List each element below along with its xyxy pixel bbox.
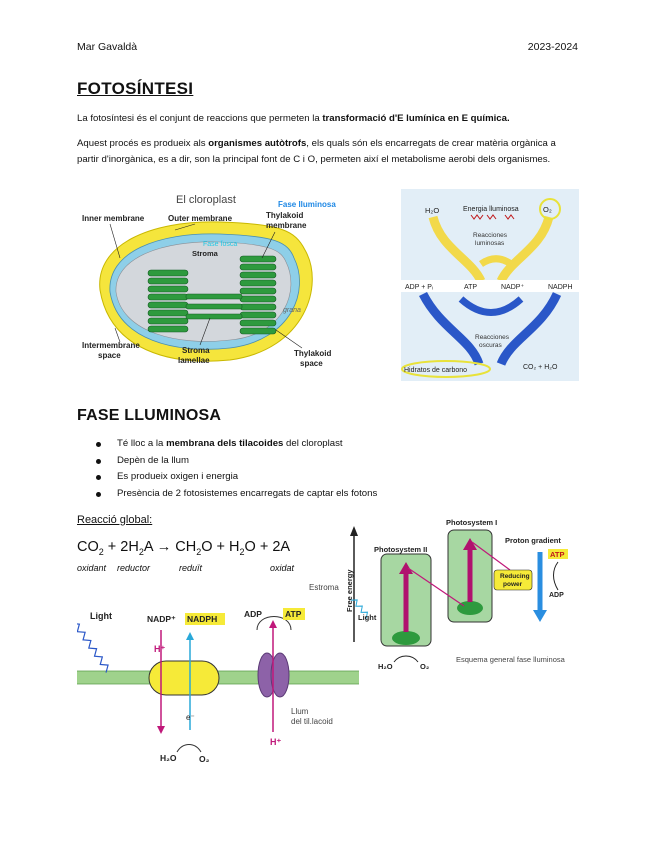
light-wave-icon: [77, 620, 111, 673]
light-label: Light: [90, 611, 112, 621]
intermembrane-label-1: Intermembrane: [82, 341, 140, 350]
author-name: Mar Gavaldà: [77, 41, 137, 53]
intro-bold: transformació d'E lumínica en E química.: [322, 113, 509, 124]
stroma-label: Stroma: [192, 249, 219, 258]
intermembrane-label-2: space: [98, 351, 121, 360]
bullet-text: Presència de 2 fotosistemes encarregats …: [117, 488, 377, 499]
z-light-label: Light: [358, 613, 377, 622]
z-adp-label: ADP: [549, 592, 564, 599]
reductor-label: reductor: [117, 563, 150, 573]
z-water-arrow: [394, 656, 418, 662]
cycle-dark-2: oscuras: [479, 342, 503, 349]
reducing-label-2: power: [503, 581, 523, 588]
electron-label: e⁻: [186, 713, 195, 722]
list-item: Es produeix oxigen i energia: [77, 469, 377, 486]
reduit-label: reduït: [179, 563, 202, 573]
llum-label-1: Llum: [291, 707, 309, 716]
atp-label: ATP: [285, 609, 302, 619]
z-scheme-diagram: Free energy Reducing power Photosystem I…: [344, 512, 584, 674]
h-plus-bottom: H⁺: [270, 737, 281, 747]
cycle-nadp: NADP⁺: [501, 284, 524, 291]
adp-label: ADP: [244, 609, 262, 619]
bullet-text: del cloroplast: [283, 438, 342, 449]
cycle-co2: CO₂ + H₂O: [523, 364, 558, 371]
ps1-reaction-center: [457, 601, 483, 615]
section-heading: FASE LLUMINOSA: [77, 407, 221, 425]
h-plus-top: H⁺: [154, 644, 165, 654]
school-year: 2023-2024: [528, 41, 578, 53]
stroma-lamellae-label-1: Stroma: [182, 346, 210, 355]
ps2-reaction-center: [392, 631, 420, 645]
z-h2o-label: H₂O: [378, 662, 393, 671]
list-item: Depèn de la llum: [77, 453, 377, 470]
bullet-text: Té lloc a la: [117, 438, 166, 449]
nadp-label: NADP⁺: [147, 614, 176, 624]
cycle-react-1: Reacciones: [473, 232, 508, 239]
free-energy-label: Free energy: [345, 569, 354, 612]
stroma-lamellae: [186, 294, 242, 319]
membrane-o2-label: O₂: [199, 754, 210, 764]
cycle-nadph: NADPH: [548, 284, 573, 291]
page-title: FOTOSÍNTESI: [77, 79, 193, 99]
eq-part: O + 2A: [245, 539, 291, 555]
water-split-arrow: [177, 745, 201, 753]
thylakoid-space-label-2: space: [300, 359, 323, 368]
eq-part: + 2H: [104, 539, 139, 555]
estroma-label: Estroma: [309, 583, 339, 592]
stroma-lamellae-label-2: lamellae: [178, 356, 210, 365]
chloroplast-title: El cloroplast: [176, 194, 236, 206]
list-item: Té lloc a la membrana dels tilacoides de…: [77, 436, 377, 453]
cycle-energia: Energia lluminosa: [463, 206, 519, 213]
fase-lluminosa-list: Té lloc a la membrana dels tilacoides de…: [77, 436, 377, 502]
ps1-label: Photosystem I: [446, 518, 497, 527]
atp-cycle-arrow: [554, 562, 559, 590]
bullet-text: Depèn de la llum: [117, 455, 189, 466]
list-item: Presència de 2 fotosistemes encarregats …: [77, 486, 377, 503]
z-atp-label: ATP: [550, 550, 564, 559]
oxidant-label: oxidant: [77, 563, 106, 573]
photosynthesis-cycle-diagram: H₂O Energia lluminosa O₂ Reacciones lumi…: [401, 189, 579, 381]
ps2-label: Photosystem II: [374, 545, 427, 554]
eq-part: O + H: [201, 539, 239, 555]
intro-bold: organismes autòtrofs: [208, 138, 306, 149]
bullet-bold: membrana dels tilacoides: [166, 438, 283, 449]
chloroplast-diagram: El cloroplast Fase lluminosa Fase fosca …: [80, 190, 370, 375]
proton-gradient-label: Proton gradient: [505, 536, 561, 545]
cycle-hidratos: Hidratos de carbono: [404, 367, 467, 374]
atp-synthase: [257, 617, 291, 698]
cycle-dark-1: Reacciones: [475, 334, 510, 341]
eq-part: CO: [77, 539, 99, 555]
eq-part: A → CH: [144, 539, 196, 555]
z-caption: Esquema general fase lluminosa: [456, 655, 566, 664]
fase-lluminosa-label: Fase lluminosa: [278, 200, 336, 209]
intro-text: La fotosíntesi és el conjunt de reaccion…: [77, 113, 322, 124]
inner-membrane-label: Inner membrane: [82, 214, 145, 223]
intro-paragraph-2: Aquest procés es produeix als organismes…: [77, 136, 567, 168]
oxidat-label: oxidat: [270, 563, 294, 573]
thylakoid-membrane-label-2: membrane: [266, 221, 307, 230]
cycle-o2: O₂: [543, 205, 552, 214]
outer-membrane-label: Outer membrane: [168, 214, 233, 223]
nadph-label: NADPH: [187, 614, 217, 624]
thylakoid-space-label-1: Thylakoid: [294, 349, 331, 358]
membrane-h2o-label: H₂O: [160, 753, 177, 763]
cycle-adp: ADP + Pᵢ: [405, 284, 433, 291]
intro-text: Aquest procés es produeix als: [77, 138, 208, 149]
bullet-text: Es produeix oxigen i energia: [117, 471, 238, 482]
thylakoid-membrane-label-1: Thylakoid: [266, 211, 303, 220]
fase-fosca-label: Fase fosca: [203, 241, 237, 248]
reaction-label: Reacció global:: [77, 514, 152, 526]
photosystem-complex: [149, 661, 219, 695]
z-o2-label: O₂: [420, 662, 429, 671]
intro-paragraph-1: La fotosíntesi és el conjunt de reaccion…: [77, 111, 567, 127]
grana-label: grana: [283, 307, 301, 314]
cycle-atp: ATP: [464, 284, 477, 291]
llum-label-2: del til.lacoid: [291, 717, 333, 726]
reducing-label-1: Reducing: [500, 573, 530, 580]
thylakoid-membrane-diagram: Light H⁺ e⁻ NADP⁺ NADPH ADP ATP Estroma …: [77, 582, 359, 772]
global-equation: CO2 + 2H2A → CH2O + H2O + 2A: [77, 539, 290, 557]
cycle-react-2: luminosas: [475, 240, 505, 247]
cycle-h2o: H₂O: [425, 206, 439, 215]
